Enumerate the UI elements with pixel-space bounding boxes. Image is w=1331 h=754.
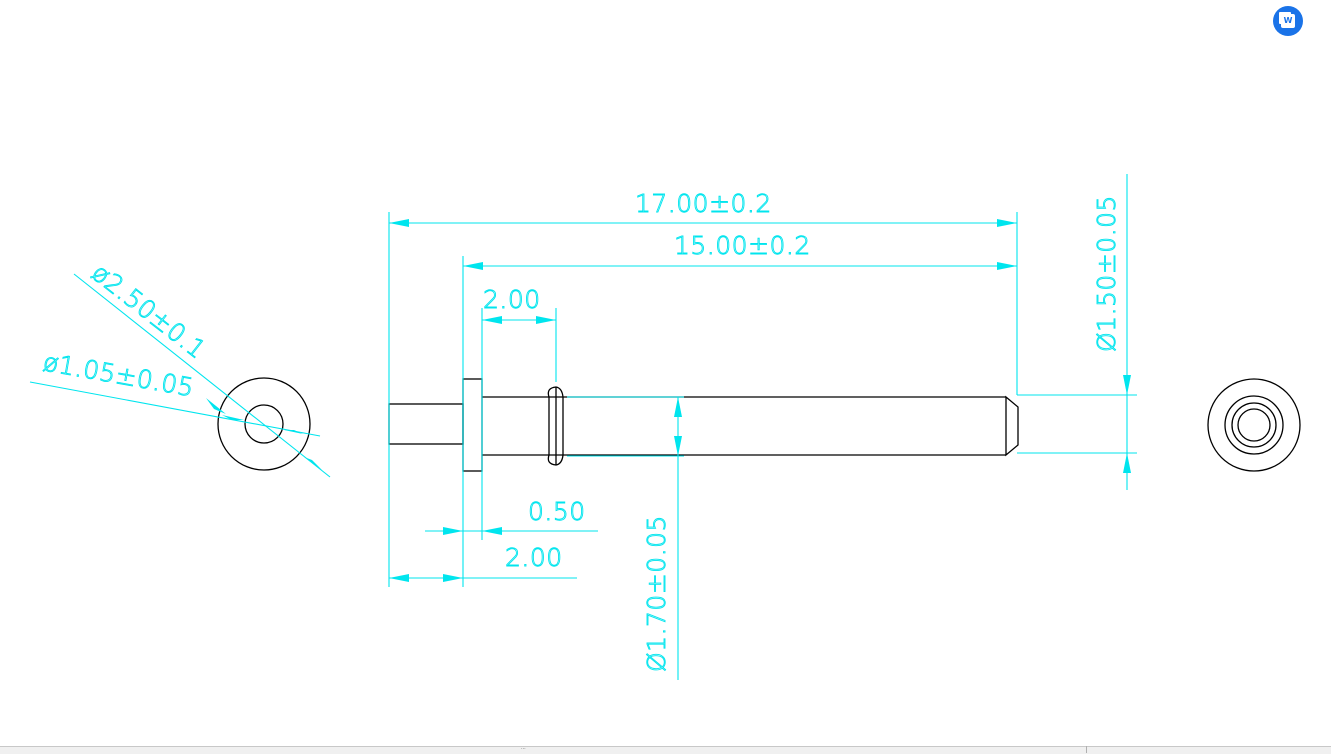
right-view-core-circle bbox=[1237, 408, 1271, 442]
pin-length-label: 2.00 bbox=[505, 543, 563, 572]
pin-length-arrow-left bbox=[389, 574, 409, 582]
tip-diameter-arrow-top bbox=[1123, 375, 1131, 395]
outer-diameter-leader bbox=[73, 273, 331, 478]
right-view-inner-circle bbox=[1231, 402, 1277, 448]
leader-arrow-2 bbox=[304, 457, 322, 470]
leader-arrow-1 bbox=[206, 398, 226, 414]
outer-diameter-label: ø2.50±0.1 bbox=[86, 258, 211, 365]
right-view-middle-circle bbox=[1224, 395, 1284, 455]
side-view-dimensions: 17.00±0.2 15.00±0.2 2.00 0.50 2.00 Ø1.70… bbox=[388, 174, 1137, 680]
groove-offset-arrow-left bbox=[482, 316, 502, 324]
body-length-arrow-right bbox=[997, 262, 1017, 270]
inner-diameter-leader bbox=[29, 381, 321, 437]
right-end-view bbox=[1207, 378, 1301, 472]
tip-diameter-arrow-bottom bbox=[1123, 453, 1131, 473]
pin-stub bbox=[388, 403, 464, 445]
bottom-status-bar bbox=[0, 746, 1331, 754]
shaft-tip-chamfer bbox=[1005, 395, 1019, 457]
groove-offset-label: 2.00 bbox=[483, 285, 541, 314]
flange bbox=[462, 378, 483, 472]
side-view-part bbox=[388, 378, 1019, 472]
app-badge-letter: W bbox=[1283, 16, 1293, 25]
left-view-outer-circle bbox=[217, 377, 311, 471]
shaft-diameter-label: Ø1.70±0.05 bbox=[642, 515, 671, 672]
body-length-label: 15.00±0.2 bbox=[674, 231, 811, 260]
flange-thickness-label: 0.50 bbox=[528, 497, 586, 526]
leader-arrow-4 bbox=[284, 430, 303, 434]
left-end-view: ø2.50±0.1 ø1.05±0.05 bbox=[29, 257, 331, 478]
overall-length-arrow-right bbox=[997, 219, 1017, 227]
tip-diameter-label: Ø1.50±0.05 bbox=[1092, 195, 1121, 352]
body-length-arrow-left bbox=[463, 262, 483, 270]
overall-length-label: 17.00±0.2 bbox=[635, 189, 772, 218]
shaft-diameter-arrow-bottom bbox=[674, 436, 682, 456]
wps-writer-icon[interactable]: W bbox=[1273, 6, 1303, 36]
inner-diameter-label: ø1.05±0.05 bbox=[41, 347, 196, 402]
leader-arrow-3 bbox=[222, 415, 244, 420]
left-view-inner-circle bbox=[244, 404, 284, 444]
overall-length-arrow-left bbox=[389, 219, 409, 227]
flange-thickness-arrow-right bbox=[482, 527, 502, 535]
window-icon: W bbox=[1281, 14, 1295, 28]
flange-thickness-arrow-left bbox=[443, 527, 463, 535]
resize-grip-icon[interactable]: ⋯ bbox=[521, 746, 526, 752]
pin-length-arrow-right bbox=[443, 574, 463, 582]
shaft-diameter-arrow-top bbox=[674, 397, 682, 417]
groove-ring bbox=[547, 386, 564, 466]
status-bar-divider bbox=[1086, 746, 1087, 753]
groove-offset-arrow-right bbox=[536, 316, 556, 324]
right-view-outer-circle bbox=[1207, 378, 1301, 472]
